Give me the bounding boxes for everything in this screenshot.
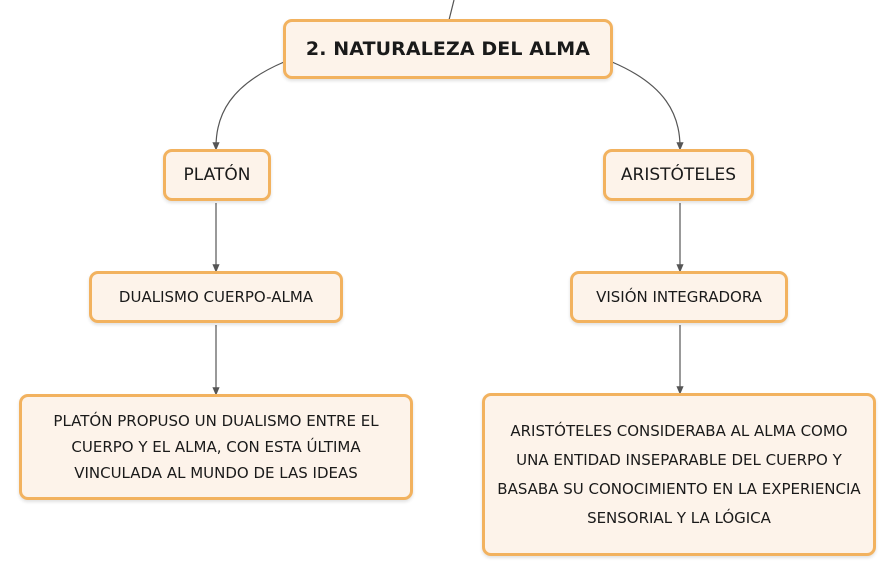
- aristoteles-description-node[interactable]: ARISTÓTELES CONSIDERABA AL ALMA COMO UNA…: [482, 393, 876, 556]
- aristoteles-node[interactable]: ARISTÓTELES: [603, 149, 754, 201]
- root-topic-node[interactable]: 2. NATURALEZA DEL ALMA: [283, 19, 613, 79]
- connector-root-platon: [212, 61, 285, 151]
- platon-description-text: PLATÓN PROPUSO UN DUALISMO ENTRE EL CUER…: [53, 412, 379, 482]
- connector-root-aristoteles: [611, 61, 684, 151]
- dualismo-label: DUALISMO CUERPO-ALMA: [118, 288, 314, 306]
- root-topic-label: 2. NATURALEZA DEL ALMA: [305, 38, 591, 60]
- connector-parent-root: [448, 0, 455, 21]
- platon-node[interactable]: PLATÓN: [163, 149, 271, 201]
- aristoteles-description-text: ARISTÓTELES CONSIDERABA AL ALMA COMO UNA…: [497, 421, 861, 527]
- dualismo-node[interactable]: DUALISMO CUERPO-ALMA: [89, 271, 343, 323]
- aristoteles-label: ARISTÓTELES: [620, 165, 737, 185]
- platon-description-node[interactable]: PLATÓN PROPUSO UN DUALISMO ENTRE EL CUER…: [19, 394, 413, 500]
- vision-integradora-node[interactable]: VISIÓN INTEGRADORA: [570, 271, 788, 323]
- platon-label: PLATÓN: [183, 165, 251, 185]
- vision-integradora-label: VISIÓN INTEGRADORA: [596, 288, 762, 306]
